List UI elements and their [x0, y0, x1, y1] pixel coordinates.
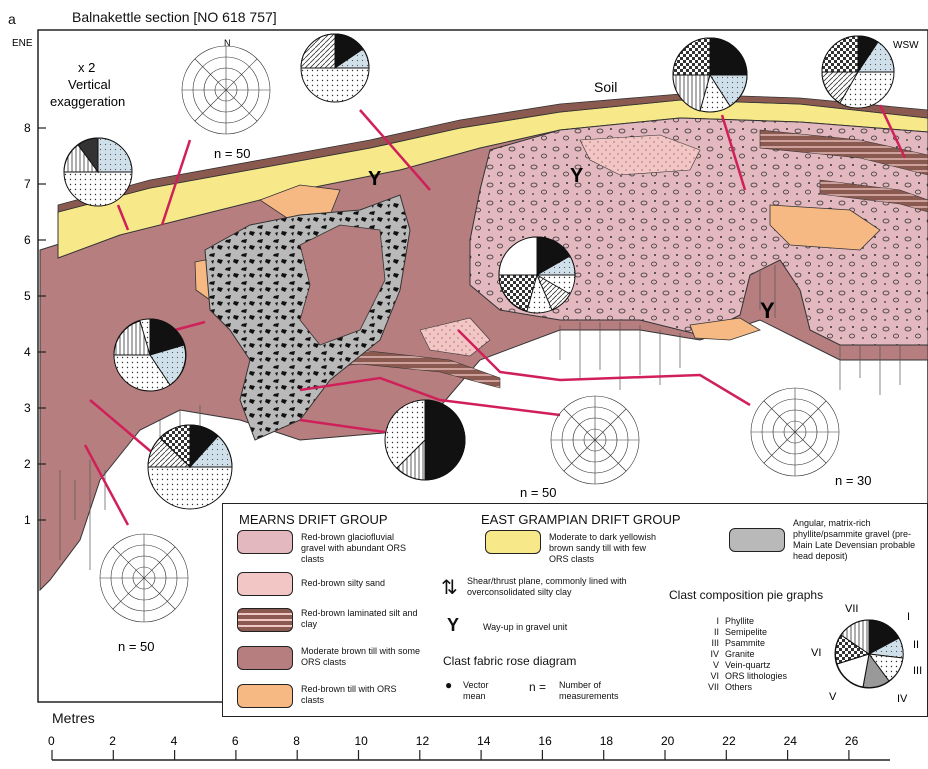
pie-label-V: V: [829, 691, 837, 703]
pie-6: [673, 38, 747, 112]
n-symbol: n =: [529, 682, 546, 693]
swatch-gravel: [237, 530, 293, 554]
y-tick-label: 6: [24, 233, 31, 247]
x-axis-label: Metres: [52, 711, 95, 725]
exaggeration-line-1: x 2: [78, 60, 95, 75]
pie-1: [64, 138, 132, 206]
swatch-silty-sand: [237, 572, 293, 596]
x-tick-label: 20: [661, 734, 675, 748]
comp-item: VIIOthers: [695, 682, 787, 693]
x-tick-label: 10: [355, 734, 369, 748]
x-tick-label: 14: [477, 734, 491, 748]
pie-label-IV: IV: [897, 693, 908, 705]
swatch-laminated: [237, 608, 293, 632]
ene-label: ENE: [12, 38, 33, 49]
rose-1-north: N: [224, 38, 231, 48]
pie-7: [822, 36, 894, 108]
pie-3: [148, 425, 232, 509]
rose-3-count: n = 30: [835, 473, 872, 488]
x-tick-label: 24: [784, 734, 798, 748]
x-tick-label: 18: [600, 734, 614, 748]
pie-label-VII: VII: [845, 603, 858, 615]
rose-3: [751, 388, 839, 476]
pie-label-VI: VI: [811, 647, 821, 659]
way-up-icon: Y: [447, 616, 459, 634]
x-tick-label: 0: [48, 734, 55, 748]
way-up-symbol-2: Y: [570, 165, 584, 187]
legend-gravel: Red-brown glaciofluvial gravel with abun…: [301, 532, 421, 565]
legend-pie: VII I II III IV V VI: [809, 594, 927, 712]
legend-laminated: Red-brown laminated silt and clay: [301, 608, 421, 630]
shear-thrust-icon: ⇅: [441, 578, 458, 598]
swatch-brown-till: [237, 646, 293, 670]
y-tick-label: 4: [24, 345, 31, 359]
way-up-symbol-1: Y: [368, 168, 382, 190]
x-tick-label: 8: [293, 734, 300, 748]
rose-heading: Clast fabric rose diagram: [443, 654, 576, 668]
y-tick-label: 5: [24, 289, 31, 303]
rose-2: [551, 396, 639, 484]
legend-n-measurements: Number of measurements: [559, 680, 639, 702]
legend-angular-gravel: Angular, matrix-rich phyllite/psammite g…: [793, 518, 925, 562]
x-tick-label: 22: [722, 734, 736, 748]
legend-yellow-till: Moderate to dark yellowish brown sandy t…: [549, 532, 667, 565]
pie-label-I: I: [907, 611, 910, 623]
legend-way-up: Way-up in gravel unit: [483, 622, 643, 633]
rose-1-count: n = 50: [214, 146, 251, 161]
y-tick-label: 1: [24, 513, 31, 527]
pie-8: [301, 34, 369, 102]
x-tick-label: 4: [171, 734, 178, 748]
x-tick-label: 2: [109, 734, 116, 748]
y-tick-label: 2: [24, 457, 31, 471]
pie-heading: Clast composition pie graphs: [669, 588, 823, 602]
legend-vector-mean: Vector mean: [463, 680, 497, 702]
legend-silty-sand: Red-brown silty sand: [301, 578, 421, 589]
legend-brown-till: Moderate brown till with some ORS clasts: [301, 646, 421, 668]
legend-box: MEARNS DRIFT GROUP EAST GRAMPIAN DRIFT G…: [222, 503, 928, 717]
x-tick-label: 16: [538, 734, 552, 748]
swatch-angular-gravel: [729, 528, 785, 552]
figure-title: Balnakettle section [NO 618 757]: [72, 10, 277, 24]
x-tick-label: 6: [232, 734, 239, 748]
rose-4: [100, 534, 188, 622]
y-tick-label: 3: [24, 401, 31, 415]
x-tick-label: 26: [845, 734, 859, 748]
pie-5: [499, 237, 575, 313]
vector-mean-icon: ●: [445, 680, 452, 691]
pie-label-II: II: [913, 639, 919, 651]
rose-1: [182, 46, 270, 134]
legend-shear: Shear/thrust plane, commonly lined with …: [467, 576, 667, 598]
swatch-orange-till: [237, 684, 293, 708]
pie-4: [385, 400, 465, 480]
exaggeration-line-2: Vertical: [68, 77, 111, 92]
wsw-label: WSW: [893, 40, 919, 51]
swatch-yellow-till: [485, 530, 541, 554]
mearns-group-title: MEARNS DRIFT GROUP: [239, 512, 388, 527]
comp-item: IISemipelite: [695, 627, 787, 638]
y-tick-label: 7: [24, 177, 31, 191]
y-tick-label: 8: [24, 121, 31, 135]
rose-2-count: n = 50: [520, 485, 557, 500]
legend-orange-till: Red-brown till with ORS clasts: [301, 684, 421, 706]
x-tick-label: 12: [416, 734, 430, 748]
pie-2: [114, 319, 186, 391]
rose-4-count: n = 50: [118, 639, 155, 654]
pie-label-III: III: [913, 665, 922, 677]
soil-label: Soil: [594, 79, 617, 95]
east-grampian-title: EAST GRAMPIAN DRIFT GROUP: [481, 512, 681, 527]
figure-letter: a: [8, 12, 16, 26]
exaggeration-line-3: exaggeration: [50, 94, 125, 109]
way-up-symbol-3: Y: [760, 298, 775, 323]
